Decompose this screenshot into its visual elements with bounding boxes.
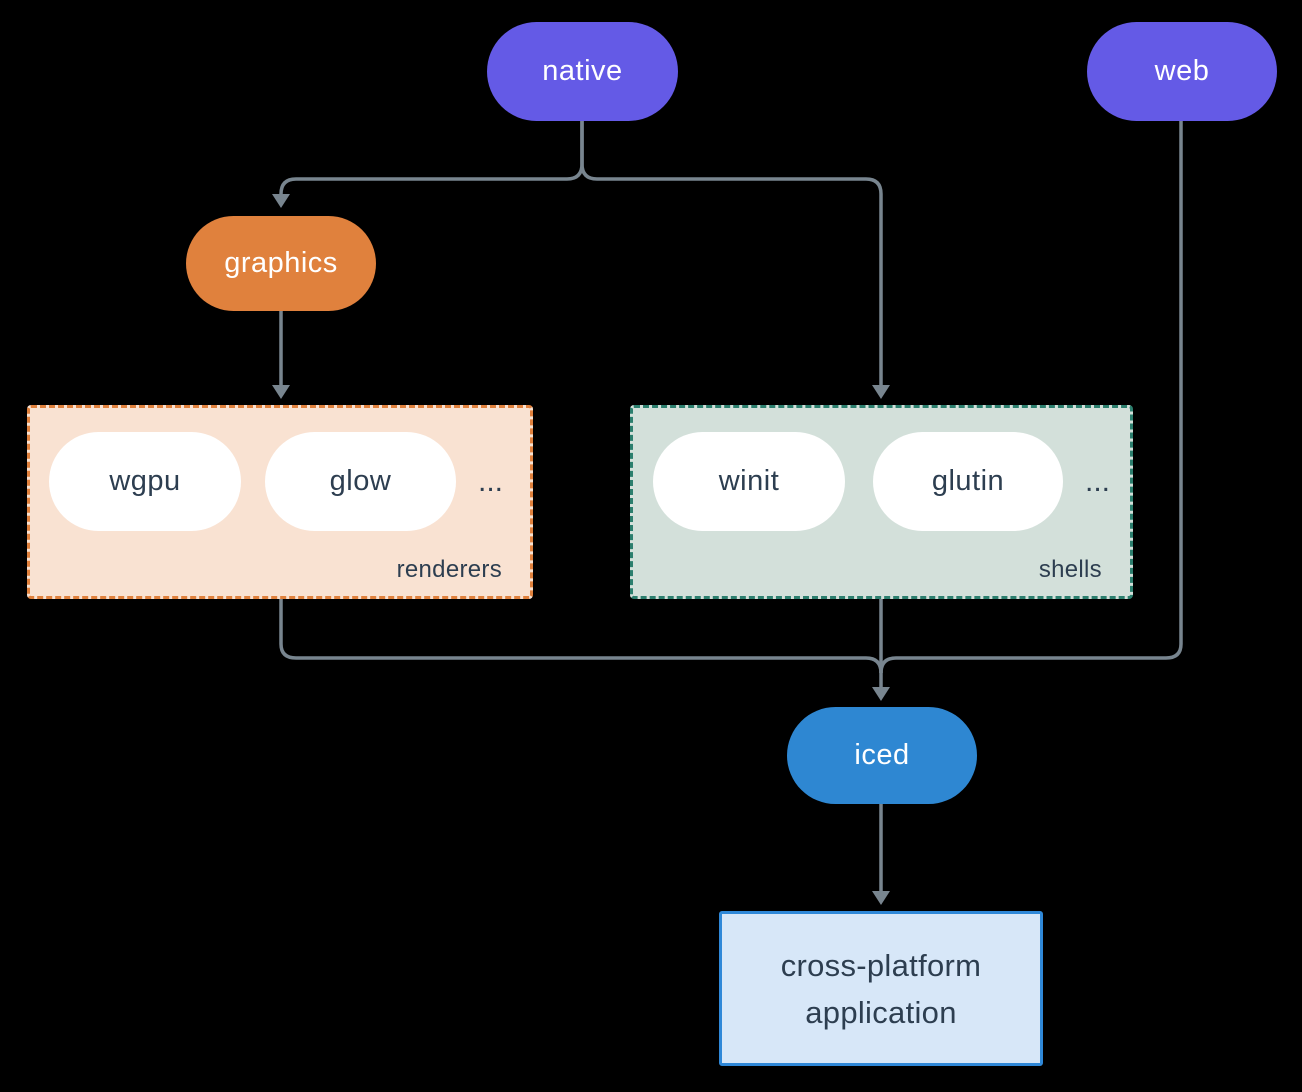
node-native: native xyxy=(487,22,678,121)
node-glow: glow xyxy=(265,432,456,531)
arrowhead-into-renderers xyxy=(272,385,290,399)
node-winit: winit xyxy=(653,432,845,531)
arrowhead-into-iced xyxy=(872,687,890,701)
node-iced: iced xyxy=(787,707,977,804)
edge-native-shells xyxy=(580,121,883,386)
cross-platform-application-box: cross-platform application xyxy=(719,911,1043,1066)
node-graphics: graphics xyxy=(186,216,376,311)
arrowhead-into-shells xyxy=(872,385,890,399)
arrowhead-into-graphics xyxy=(272,194,290,208)
node-wgpu: wgpu xyxy=(49,432,241,531)
app-label-line1: cross-platform xyxy=(780,947,982,983)
app-label-line2: application xyxy=(805,994,957,1030)
edge-renderers-junction xyxy=(279,599,883,674)
arrowhead-into-app xyxy=(872,891,890,905)
shells-group-label: shells xyxy=(1038,556,1102,583)
renderers-ellipsis: ... xyxy=(478,464,504,498)
node-web: web xyxy=(1087,22,1277,121)
renderers-group-label: renderers xyxy=(396,556,502,583)
group-shells: winit glutin ... shells xyxy=(630,405,1133,599)
shells-ellipsis: ... xyxy=(1085,464,1111,498)
edge-native-graphics xyxy=(279,121,584,196)
group-renderers: wgpu glow ... renderers xyxy=(27,405,533,599)
node-glutin: glutin xyxy=(873,432,1063,531)
